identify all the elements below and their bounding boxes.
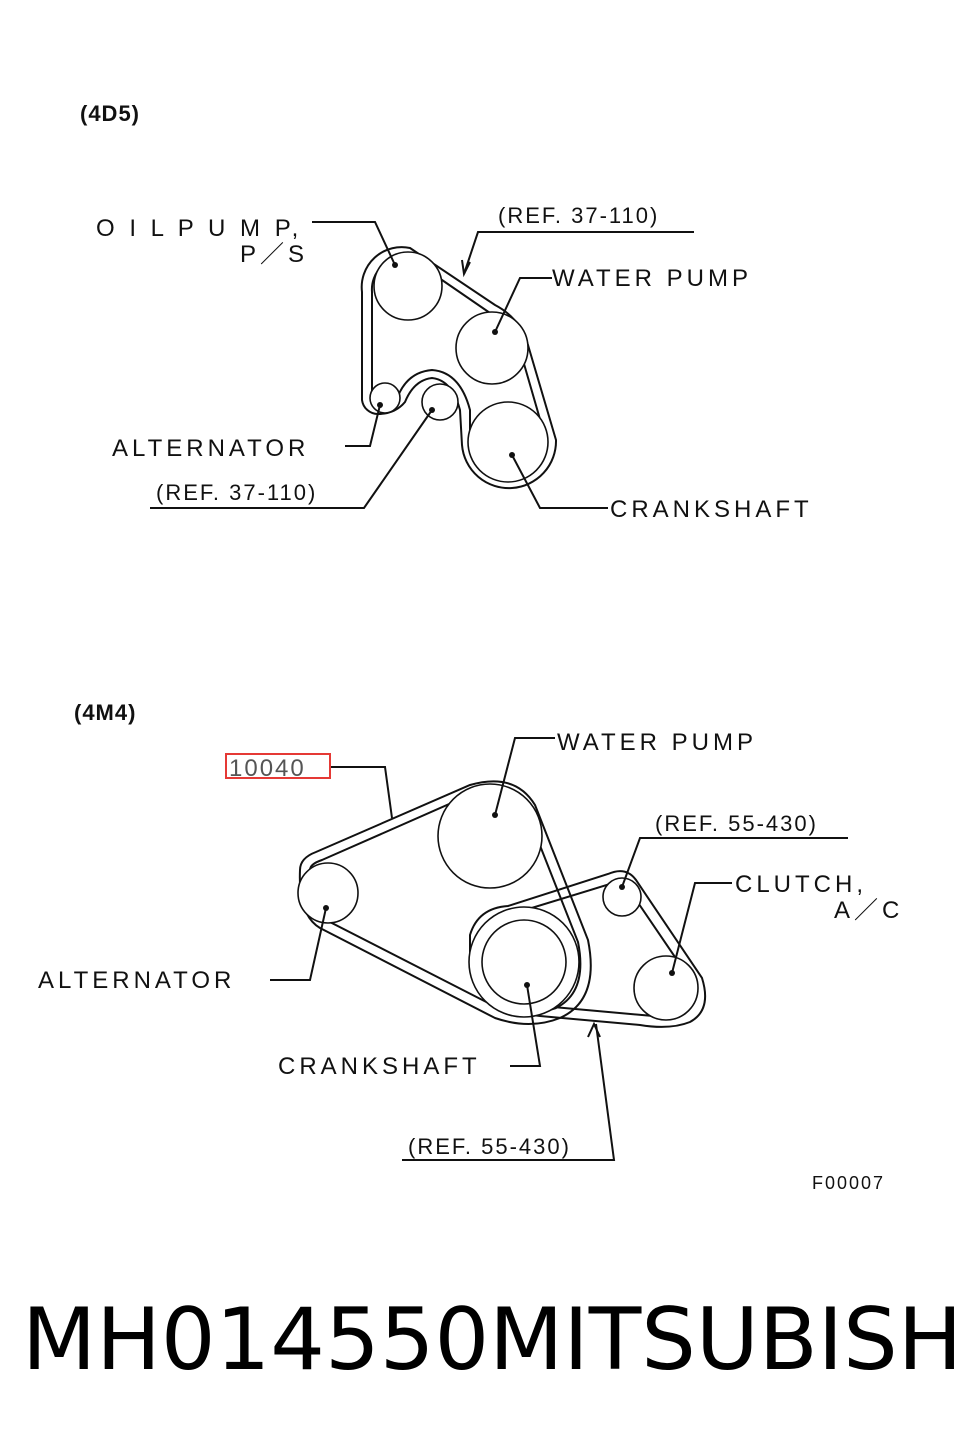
figure-id: F00007 bbox=[812, 1173, 885, 1193]
diagram-4d5: (4D5) O I L P U M P, P／S (REF. 37-110) W… bbox=[80, 101, 813, 523]
alternator-label-4d5: ALTERNATOR bbox=[112, 435, 309, 462]
part-number: MH014550 bbox=[22, 1290, 490, 1390]
ref-label-4d5-top: (REF. 37-110) bbox=[498, 203, 659, 228]
footer-caption: MH014550 MITSUBISHI bbox=[0, 1290, 960, 1390]
alternator-pulley-4m4 bbox=[297, 862, 359, 924]
brand-name: MITSUBISHI bbox=[489, 1290, 960, 1390]
main-belt-outer bbox=[298, 780, 592, 1025]
water-pump-label-4m4: WATER PUMP bbox=[557, 729, 757, 756]
crankshaft-pulley-4d5 bbox=[467, 401, 549, 483]
water-pump-label-4d5: WATER PUMP bbox=[552, 265, 752, 292]
header-4d5: (4D5) bbox=[80, 101, 140, 126]
water-pump-pulley-4d5 bbox=[455, 311, 529, 385]
tensioner-pulley-4m4 bbox=[602, 877, 642, 917]
clutch-ac-pulley bbox=[633, 955, 699, 1021]
part-number-highlight bbox=[225, 753, 331, 779]
crankshaft-label-4d5: CRANKSHAFT bbox=[610, 496, 813, 523]
ref-label-4d5-bottom: (REF. 37-110) bbox=[156, 480, 317, 505]
crankshaft-label-4m4: CRANKSHAFT bbox=[278, 1053, 481, 1080]
header-4m4: (4M4) bbox=[74, 700, 136, 725]
oil-pump-pulley bbox=[373, 251, 443, 321]
belt-4d5-outer bbox=[360, 246, 558, 490]
water-pump-pulley-4m4 bbox=[437, 783, 543, 889]
ref-label-4m4-top: (REF. 55-430) bbox=[655, 811, 818, 836]
alternator-pulley-4d5 bbox=[369, 382, 401, 414]
diagram-4m4: (4M4) 10040 WATER PUMP (R bbox=[38, 700, 903, 1193]
alternator-label-4m4: ALTERNATOR bbox=[38, 967, 235, 994]
ref-label-4m4-bottom: (REF. 55-430) bbox=[408, 1134, 571, 1159]
oil-pump-label: O I L P U M P, bbox=[96, 215, 302, 242]
idler-pulley-4d5 bbox=[421, 383, 459, 421]
clutch-label: CLUTCH, bbox=[735, 871, 867, 898]
ac-label: A／C bbox=[834, 897, 903, 924]
crankshaft-pulley-4m4-inner bbox=[481, 919, 567, 1005]
power-steering-label: P／S bbox=[240, 241, 308, 268]
part-number-label: 10040 bbox=[229, 755, 306, 782]
